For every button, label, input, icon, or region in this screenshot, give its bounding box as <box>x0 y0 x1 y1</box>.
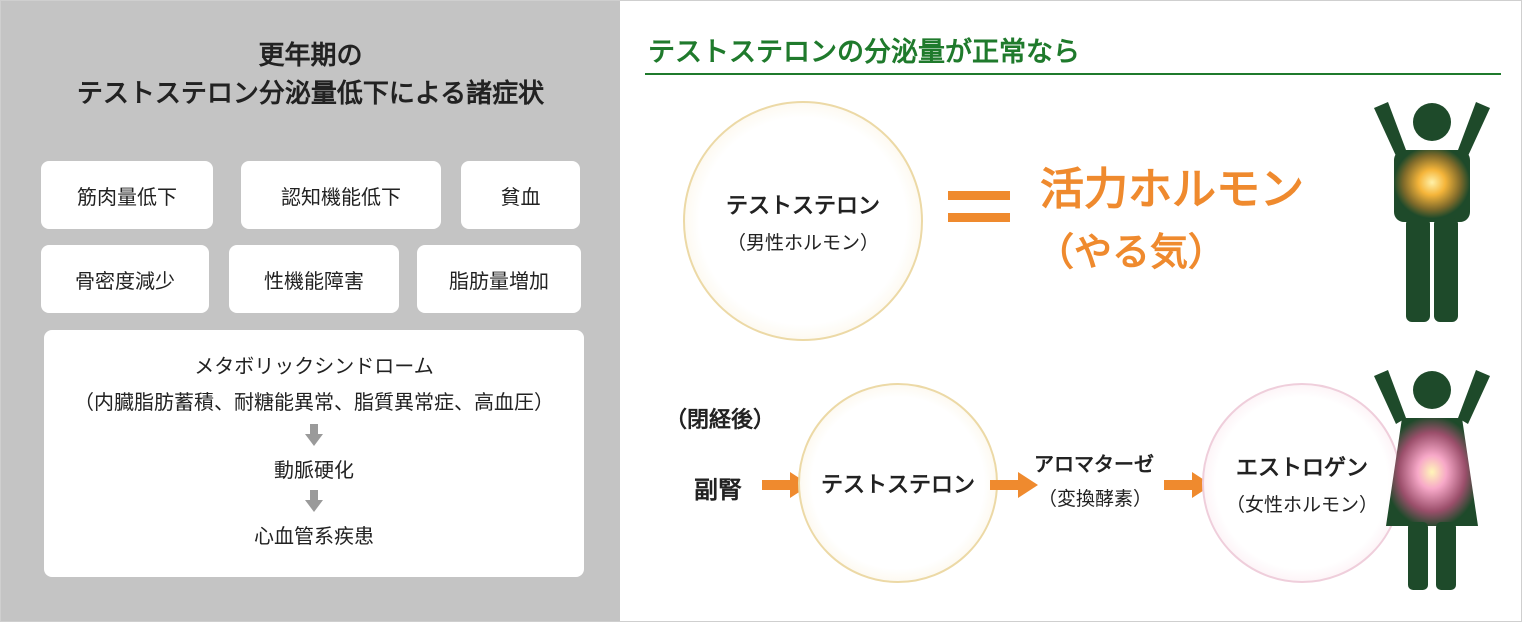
symptom-box-muscle: 筋肉量低下 <box>41 161 213 229</box>
metabolic-box: メタボリックシンドローム （内臓脂肪蓄積、耐糖能異常、脂質異常症、高血圧） 動脈… <box>44 330 584 577</box>
symptom-box-anemia: 貧血 <box>461 161 580 229</box>
post-menopause-label: （閉経後） <box>665 407 776 433</box>
symptom-box-sexual: 性機能障害 <box>229 245 399 313</box>
down-arrow-icon <box>305 424 323 446</box>
testosterone-circle-label: テストステロン <box>725 192 880 219</box>
symptoms-panel: 更年期の テストステロン分泌量低下による諸症状 筋肉量低下 認知機能低下 貧血 … <box>1 1 620 621</box>
estrogen-circle-sublabel: （女性ホルモン） <box>1225 493 1378 516</box>
symptom-box-fat: 脂肪量増加 <box>417 245 581 313</box>
metabolic-detail: （内臓脂肪蓄積、耐糖能異常、脂質異常症、高血圧） <box>74 390 554 414</box>
aromatase-label: アロマターゼ <box>1034 452 1154 476</box>
estrogen-circle: エストロゲン （女性ホルモン） <box>1202 383 1402 583</box>
metabolic-step-arteriosclerosis: 動脈硬化 <box>274 458 354 482</box>
symptom-box-bone: 骨密度減少 <box>41 245 209 313</box>
metabolic-title: メタボリックシンドローム <box>194 354 434 378</box>
metabolic-step-cardiovascular: 心血管系疾患 <box>254 524 374 548</box>
symptoms-title: 更年期の テストステロン分泌量低下による諸症状 <box>1 37 620 113</box>
estrogen-circle-label: エストロゲン <box>1235 454 1368 481</box>
title-underline <box>645 73 1501 75</box>
woman-figure-icon <box>1374 370 1490 590</box>
testosterone-circle-sublabel: （男性ホルモン） <box>726 231 879 254</box>
testosterone-flow-label: テストステロン <box>820 472 975 498</box>
equals-sign-icon <box>948 191 1010 225</box>
man-figure-icon <box>1374 102 1490 322</box>
flow-arrow-icon <box>990 472 1038 498</box>
vitality-hormone-label: 活力ホルモン <box>1040 164 1304 215</box>
testosterone-flow-circle: テストステロン <box>798 383 998 583</box>
symptoms-title-line1: 更年期の <box>258 41 363 71</box>
adrenal-label: 副腎 <box>694 475 742 504</box>
normal-secretion-title: テストステロンの分泌量が正常なら <box>648 37 1080 68</box>
testosterone-circle: テストステロン （男性ホルモン） <box>683 101 923 341</box>
motivation-label: （やる気） <box>1036 229 1227 274</box>
symptom-box-cognition: 認知機能低下 <box>241 161 441 229</box>
symptoms-title-line2: テストステロン分泌量低下による諸症状 <box>76 79 545 109</box>
down-arrow-icon <box>305 490 323 512</box>
aromatase-sublabel: （変換酵素） <box>1038 488 1153 510</box>
